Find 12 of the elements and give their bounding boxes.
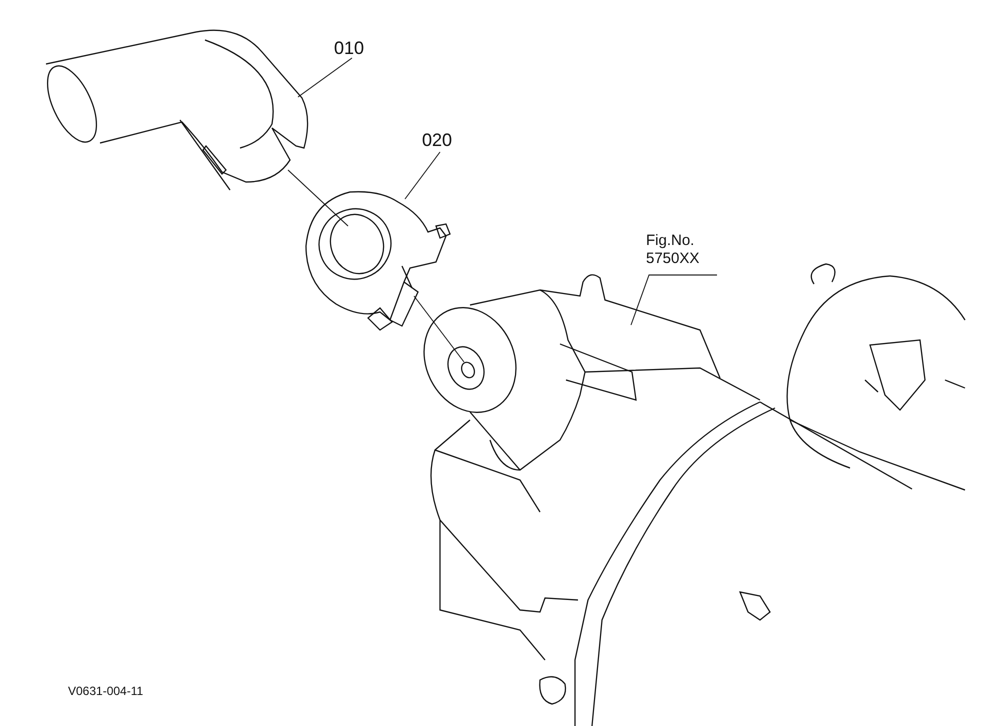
leader-line: [298, 58, 352, 98]
part-number: 020: [422, 130, 466, 152]
assembly-center-line: [414, 296, 464, 362]
leader-line: [404, 152, 440, 200]
drawing-code: V0631-004-11: [68, 684, 144, 698]
figure-reference: Fig.No. 5750XX: [646, 232, 712, 268]
muffler-drawing: [423, 263, 966, 726]
exhaust-elbow-pipe-drawing: [46, 30, 308, 190]
leader-line: [630, 274, 718, 326]
part-number: 010: [334, 38, 378, 60]
pipe-clamp-drawing: [305, 191, 451, 331]
assembly-center-line: [288, 170, 348, 226]
